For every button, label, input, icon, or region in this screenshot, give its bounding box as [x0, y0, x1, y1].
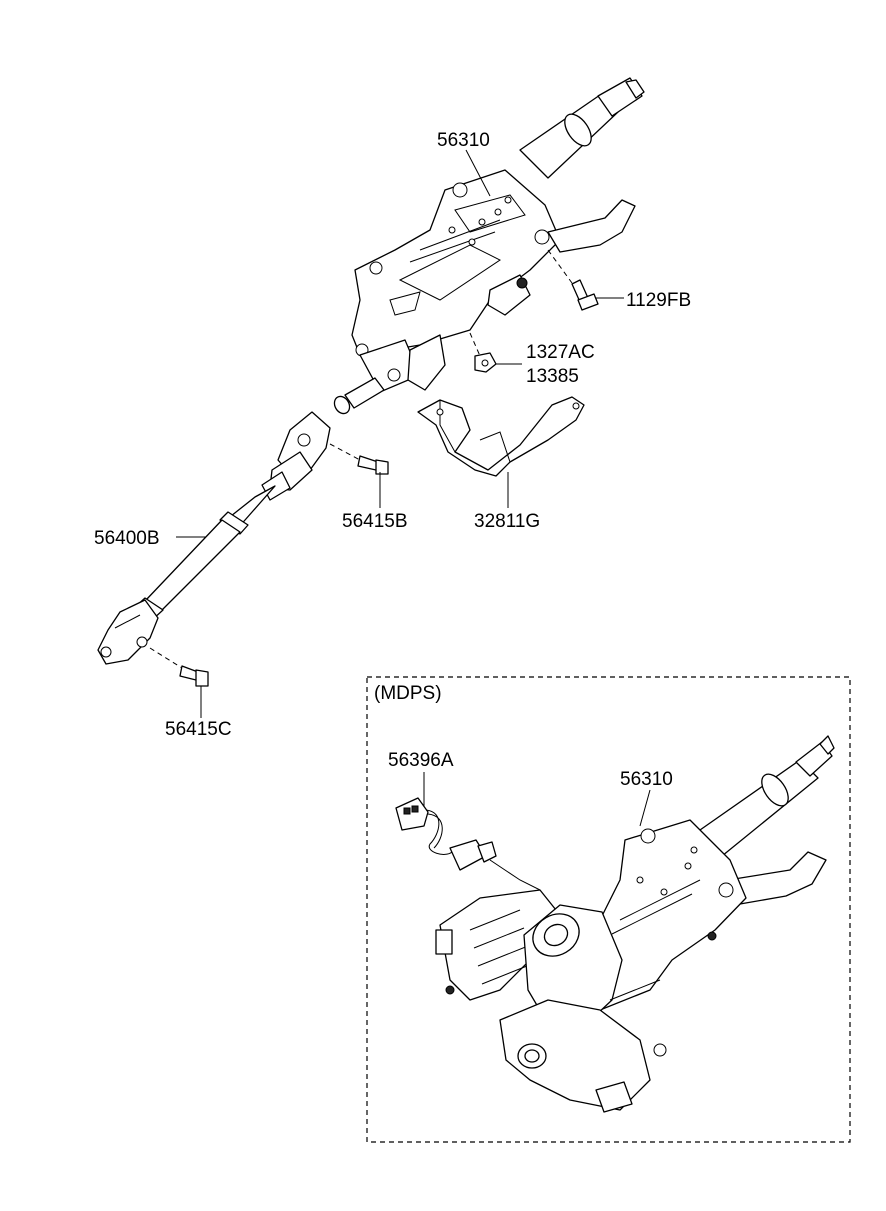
bolt-1129fb	[547, 249, 599, 311]
wiring-harness-56396a	[395, 797, 541, 891]
steering-column-assembly	[333, 77, 645, 415]
label-56415b: 56415B	[342, 511, 408, 532]
label-56310-mdps: 56310	[620, 769, 673, 790]
intermediate-shaft-56400b	[97, 411, 331, 665]
mdps-dashed-frame	[366, 676, 851, 1143]
label-56400b: 56400B	[94, 528, 160, 549]
leader-lines	[176, 149, 651, 827]
bolt-56415b	[329, 443, 389, 475]
label-56415c: 56415C	[165, 719, 232, 740]
nut-1327ac	[469, 332, 497, 373]
label-56396a: 56396A	[388, 750, 454, 771]
label-56310-upper: 56310	[437, 130, 490, 151]
bracket-32811g	[417, 396, 585, 477]
part-labels: 56310 1129FB 1327AC 13385 56415B 32811G …	[94, 130, 691, 740]
mdps-column-56310	[435, 735, 835, 1113]
mdps-inset: (MDPS) 56396A 56310	[366, 676, 851, 1143]
bolt-56415c	[149, 647, 209, 687]
label-32811g: 32811G	[474, 511, 540, 532]
mdps-title: (MDPS)	[374, 683, 442, 704]
label-13385: 13385	[526, 366, 579, 387]
label-1327ac: 1327AC	[526, 342, 595, 363]
label-1129fb: 1129FB	[626, 290, 691, 311]
